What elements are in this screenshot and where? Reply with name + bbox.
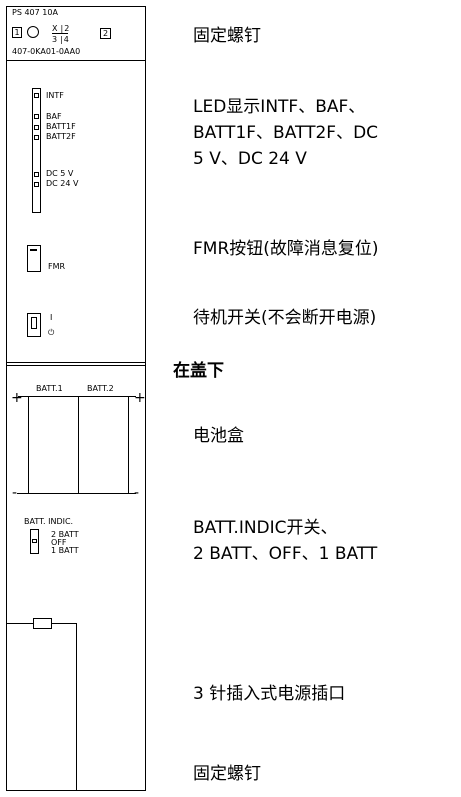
standby-switch[interactable] xyxy=(27,313,41,337)
annotation-batt-indic-line1: BATT.INDIC开关、 xyxy=(193,518,338,538)
socket-cover-side xyxy=(76,623,77,791)
box-1: 1 xyxy=(12,27,22,38)
led-label-batt1f: BATT1F xyxy=(46,122,76,131)
fmr-label: FMR xyxy=(48,262,66,271)
annotation-screw-bottom: 固定螺钉 xyxy=(193,764,261,784)
batt2-label: BATT.2 xyxy=(87,384,114,393)
circle-icon xyxy=(27,26,39,38)
annotation-under-cover: 在盖下 xyxy=(173,361,224,381)
batt1-label: BATT.1 xyxy=(36,384,63,393)
annotation-battery-box: 电池盒 xyxy=(193,426,244,446)
socket-latch xyxy=(33,618,52,629)
minus-right-lead xyxy=(129,493,136,494)
power-icon: ⏻ xyxy=(48,328,55,337)
annotation-led-line1: LED显示INTF、BAF、 xyxy=(193,97,366,117)
plus-right: + xyxy=(134,390,146,406)
batt-indic-switch[interactable] xyxy=(30,529,39,554)
led-label-baf: BAF xyxy=(46,112,62,121)
fraction-line xyxy=(52,33,68,34)
led-batt1f xyxy=(34,125,39,130)
fraction-top: X|2 xyxy=(52,24,70,33)
cover-line-1 xyxy=(6,362,146,363)
annotation-screw-top: 固定螺钉 xyxy=(193,26,261,46)
standby-on-label: I xyxy=(50,313,53,322)
batt-indic-option-2batt: 2 BATT xyxy=(51,530,79,539)
led-batt2f xyxy=(34,135,39,140)
cover-line-2 xyxy=(6,365,146,366)
box-2: 2 xyxy=(100,28,111,39)
minus-left: - xyxy=(12,485,18,501)
minus-right: - xyxy=(134,485,140,501)
plus-left: + xyxy=(11,390,23,406)
led-label-dc5v: DC 5 V xyxy=(46,169,74,178)
led-label-intf: INTF xyxy=(46,91,64,100)
led-baf xyxy=(34,114,39,119)
led-dc24v xyxy=(34,182,39,187)
header-divider xyxy=(6,60,146,61)
batt-indic-option-1batt: 1 BATT xyxy=(51,546,79,555)
fmr-button[interactable] xyxy=(27,245,41,272)
led-label-batt2f: BATT2F xyxy=(46,132,76,141)
battery-divider xyxy=(78,396,79,494)
annotation-fmr: FMR按钮(故障消息复位) xyxy=(193,239,379,259)
led-strip xyxy=(32,88,41,213)
plus-left-lead xyxy=(18,396,28,397)
order-number: 407-0KA01-0AA0 xyxy=(12,47,81,56)
annotation-led-line2: BATT1F、BATT2F、DC xyxy=(193,123,379,143)
annotation-power-socket: 3 针插入式电源插口 xyxy=(193,684,346,704)
led-intf xyxy=(34,93,39,98)
annotation-led-line3: 5 V、DC 24 V xyxy=(193,149,307,169)
led-dc5v xyxy=(34,172,39,177)
batt-indic-label: BATT. INDIC. xyxy=(24,517,74,526)
minus-left-lead xyxy=(17,493,28,494)
plus-right-lead xyxy=(128,396,136,397)
fraction-bottom: 3|4 xyxy=(52,35,69,44)
model-label: PS 407 10A xyxy=(12,8,58,17)
annotation-standby: 待机开关(不会断开电源) xyxy=(193,308,377,328)
batt-indic-option-off: OFF xyxy=(51,538,67,547)
led-label-dc24v: DC 24 V xyxy=(46,179,79,188)
annotation-batt-indic-line2: 2 BATT、OFF、1 BATT xyxy=(193,544,378,564)
